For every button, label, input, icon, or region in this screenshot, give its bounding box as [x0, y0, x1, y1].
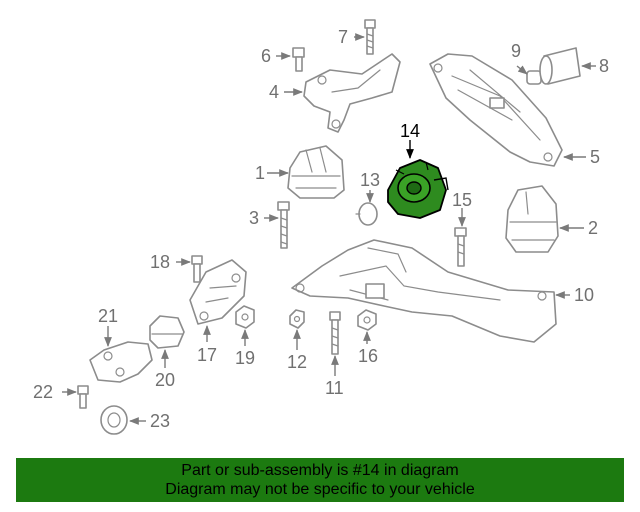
part-15-bolt	[454, 227, 467, 267]
callout-10: 10	[574, 285, 594, 305]
callout-8: 8	[599, 56, 609, 76]
part-6-bolt	[292, 47, 305, 72]
callout-6: 6	[261, 46, 271, 66]
banner-line-part-number: Part or sub-assembly is #14 in diagram	[181, 462, 459, 479]
part-19-nut	[235, 305, 255, 329]
part-13-stud-bushing	[355, 202, 378, 226]
part-7-bolt	[364, 19, 376, 55]
callout-19: 19	[235, 348, 255, 368]
callout-12: 12	[287, 352, 307, 372]
part-8-bushing	[539, 47, 581, 85]
part-2-engine-mount	[505, 185, 559, 253]
callout-18: 18	[150, 252, 170, 272]
callout-5: 5	[590, 147, 600, 167]
part-5-support-plate	[429, 53, 563, 167]
callout-4: 4	[269, 82, 279, 102]
banner-line-disclaimer: Diagram may not be specific to your vehi…	[165, 481, 475, 498]
callout-14: 14	[400, 121, 420, 141]
part-11-bolt	[329, 311, 341, 355]
part-18-bolt	[191, 255, 203, 283]
part-14-transmission-mount	[387, 159, 449, 219]
part-12-nut	[289, 309, 305, 329]
part-20-rubber-mount	[149, 315, 185, 349]
callout-9: 9	[511, 41, 521, 61]
callout-17: 17	[197, 345, 217, 365]
callout-22: 22	[33, 382, 53, 402]
callout-13: 13	[360, 170, 380, 190]
part-21-bracket	[89, 341, 153, 383]
leader-lines	[62, 33, 596, 425]
part-17-bracket	[189, 259, 247, 325]
callout-7: 7	[338, 27, 348, 47]
part-3-bolt	[277, 201, 290, 249]
callout-11: 11	[325, 378, 344, 398]
part-4-bracket	[303, 53, 401, 133]
part-16-nut	[357, 309, 377, 331]
part-1-engine-mount	[287, 145, 345, 199]
part-10-crossmember	[291, 239, 557, 343]
callout-20: 20	[155, 370, 175, 390]
vehicle-notice-banner: Part or sub-assembly is #14 in diagram D…	[16, 458, 624, 502]
parts-diagram: 7 6 4 9 8 5 1 3 13 14 15 2 10 18 17 19 1…	[33, 19, 609, 435]
part-22-bolt	[77, 385, 89, 409]
callout-23: 23	[150, 411, 170, 431]
callout-3: 3	[249, 208, 259, 228]
callout-15: 15	[452, 190, 472, 210]
callout-2: 2	[588, 218, 598, 238]
part-9-bushing	[526, 70, 542, 85]
callout-16: 16	[358, 346, 378, 366]
callout-21: 21	[98, 306, 118, 326]
callout-1: 1	[255, 163, 265, 183]
part-23-bushing	[100, 405, 128, 435]
